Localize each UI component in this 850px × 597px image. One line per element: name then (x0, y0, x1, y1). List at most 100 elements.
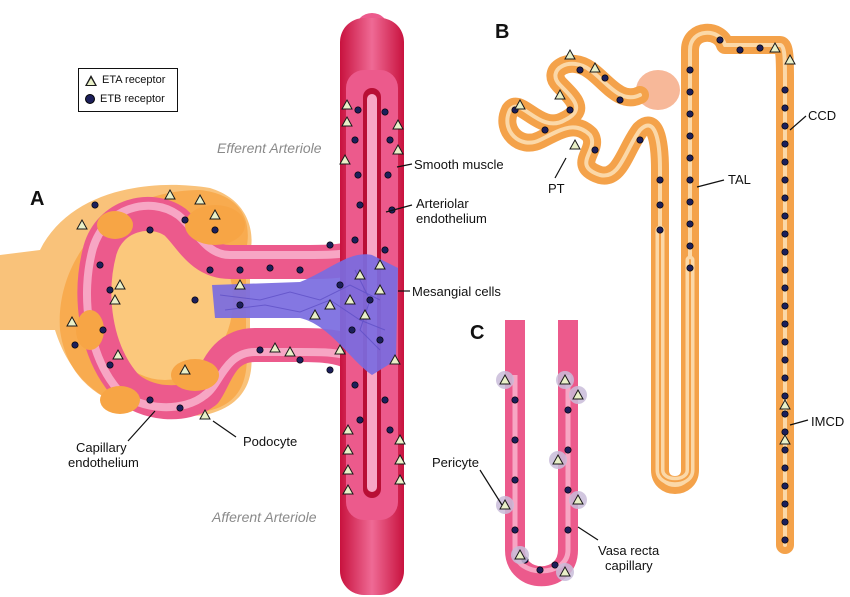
etb-receptor-dot (296, 356, 304, 364)
etb-receptor-dot (616, 96, 624, 104)
etb-receptor-dot (366, 296, 374, 304)
etb-receptor-dot (781, 104, 789, 112)
etb-receptor-dot (386, 136, 394, 144)
legend-etb-label: ETB receptor (100, 93, 165, 105)
etb-receptor-dot (511, 526, 519, 534)
etb-receptor-dot (106, 361, 114, 369)
eta-receptor-triangle (569, 138, 581, 150)
smooth-muscle-label: Smooth muscle (414, 157, 504, 172)
etb-receptor-dot (781, 338, 789, 346)
etb-receptor-dot (686, 110, 694, 118)
panel-c-vasa-recta: C Pericyte Vasa recta capillary (432, 320, 660, 587)
etb-receptor-dot (781, 302, 789, 310)
etb-receptor-dot (781, 482, 789, 490)
eta-receptor-triangle (374, 258, 386, 270)
legend-eta-label: ETA receptor (102, 74, 166, 86)
etb-receptor-dot (781, 374, 789, 382)
capillary-endothelium-label-2: endothelium (68, 455, 139, 470)
eta-receptor-triangle (394, 453, 406, 465)
panel-c-label: C (470, 322, 484, 344)
eta-receptor-triangle (112, 348, 124, 360)
etb-receptor-dot (781, 320, 789, 328)
vasa-recta-label-1: Vasa recta (598, 543, 660, 558)
eta-receptor-triangle (784, 53, 796, 65)
etb-receptor-dot (781, 518, 789, 526)
eta-receptor-triangle (392, 143, 404, 155)
etb-receptor-dot (781, 284, 789, 292)
eta-receptor-triangle (344, 293, 356, 305)
etb-receptor-dot (781, 392, 789, 400)
panel-c-receptors (496, 371, 587, 581)
etb-receptor-dot (356, 416, 364, 424)
etb-receptor-dot (99, 326, 107, 334)
etb-receptor-dot (686, 242, 694, 250)
etb-receptor-dot (686, 264, 694, 272)
etb-receptor-dot (356, 201, 364, 209)
etb-receptor-dot (384, 171, 392, 179)
etb-receptor-dot (656, 201, 664, 209)
etb-receptor-dot (781, 266, 789, 274)
etb-receptor-dot (781, 500, 789, 508)
eta-receptor-triangle (341, 115, 353, 127)
etb-receptor-dot (564, 526, 572, 534)
eta-receptor-triangle (779, 398, 791, 410)
eta-receptor-triangle (499, 373, 511, 385)
eta-receptor-triangle (514, 548, 526, 560)
podocyte-bumps (76, 205, 245, 414)
arteriolar-endothelium-label-2: endothelium (416, 211, 487, 226)
eta-receptor-triangle (66, 315, 78, 327)
eta-receptor-triangle (76, 218, 88, 230)
afferent-arteriole-label: Afferent Arteriole (211, 509, 317, 525)
etb-receptor-dot (656, 226, 664, 234)
vasa-recta-label-2: capillary (605, 558, 653, 573)
etb-receptor-dot (591, 146, 599, 154)
etb-receptor-dot (381, 396, 389, 404)
panel-b-receptors (511, 36, 796, 544)
eta-receptor-triangle (359, 308, 371, 320)
eta-receptor-triangle (269, 341, 281, 353)
etb-receptor-dot (686, 154, 694, 162)
eta-receptor-triangle (199, 408, 211, 420)
etb-receptor-dot (536, 566, 544, 574)
etb-receptor-dot (686, 132, 694, 140)
eta-receptor-triangle (572, 493, 584, 505)
etb-receptor-dot (206, 266, 214, 274)
etb-receptor-dot (781, 230, 789, 238)
etb-receptor-dot (191, 296, 199, 304)
etb-receptor-dot (381, 246, 389, 254)
legend-eta: ETA receptor (85, 74, 165, 86)
etb-receptor-dot (106, 286, 114, 294)
etb-receptor-dot (781, 356, 789, 364)
etb-receptor-dot (551, 561, 559, 569)
eta-receptor-triangle (309, 308, 321, 320)
etb-receptor-dot (781, 158, 789, 166)
panel-a-label: A (30, 188, 44, 210)
etb-receptor-dot (541, 126, 549, 134)
etb-receptor-dot (636, 136, 644, 144)
etb-receptor-dot (91, 201, 99, 209)
etb-receptor-dot (781, 176, 789, 184)
eta-receptor-triangle (234, 278, 246, 290)
eta-receptor-triangle (342, 463, 354, 475)
eta-receptor-triangle (354, 268, 366, 280)
etb-receptor-dot (576, 66, 584, 74)
eta-triangle-icon (85, 74, 97, 86)
eta-receptor-triangle (572, 388, 584, 400)
eta-receptor-triangle (552, 453, 564, 465)
etb-receptor-dot (686, 66, 694, 74)
pericyte-label: Pericyte (432, 455, 479, 470)
eta-receptor-triangle (179, 363, 191, 375)
eta-receptor-triangle (164, 188, 176, 200)
etb-receptor-dot (336, 281, 344, 289)
legend-etb: ETB receptor (85, 93, 165, 105)
eta-receptor-triangle (194, 193, 206, 205)
eta-receptor-triangle (564, 48, 576, 60)
podocyte-label: Podocyte (243, 434, 297, 449)
efferent-arteriole-label: Efferent Arteriole (217, 140, 322, 156)
eta-receptor-triangle (341, 98, 353, 110)
eta-receptor-triangle (559, 373, 571, 385)
etb-receptor-dot (351, 236, 359, 244)
pt-label: PT (548, 181, 565, 196)
etb-receptor-dot (564, 446, 572, 454)
